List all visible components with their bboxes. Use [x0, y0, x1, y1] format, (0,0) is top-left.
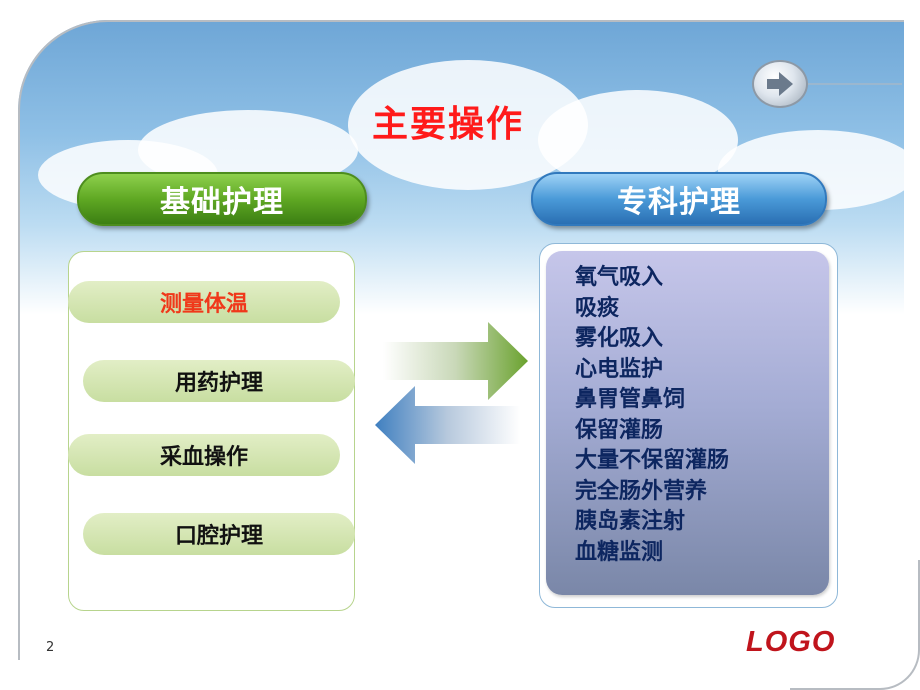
op-item-blood-sampling[interactable]: 采血操作: [68, 434, 340, 476]
op-item-medication-care[interactable]: 用药护理: [83, 360, 355, 402]
op-item-measure-temperature[interactable]: 测量体温: [68, 281, 340, 323]
arrow-left-icon: [375, 386, 520, 464]
op-item-oral-care[interactable]: 口腔护理: [83, 513, 355, 555]
list-item: 氧气吸入: [575, 265, 664, 290]
list-item: 胰岛素注射: [575, 509, 686, 534]
page-number: 2: [46, 640, 55, 655]
logo: LOGO: [746, 626, 836, 658]
specialty-care-header: 专科护理: [531, 172, 827, 226]
list-item: 血糖监测: [575, 539, 664, 565]
list-item: 完全肠外营养: [575, 478, 708, 504]
slide-border: [18, 20, 904, 660]
list-item: 雾化吸入: [575, 326, 664, 351]
list-item: 保留灌肠: [575, 417, 664, 443]
specialty-care-list: 氧气吸入 吸痰 雾化吸入 心电监护 鼻胃管鼻饲 保留灌肠 大量不保留灌肠 完全肠…: [575, 263, 729, 568]
list-item: 心电监护: [575, 356, 664, 382]
list-item: 大量不保留灌肠: [575, 448, 730, 473]
arrow-right-circle-icon: [767, 72, 793, 96]
basic-care-header: 基础护理: [77, 172, 367, 226]
slide-corner-border: [790, 560, 920, 690]
header-divider: [800, 83, 902, 85]
next-slide-button[interactable]: [752, 60, 808, 108]
specialty-care-list-background: [546, 251, 829, 595]
page-title: 主要操作: [371, 104, 524, 145]
list-item: 鼻胃管鼻饲: [575, 387, 686, 412]
list-item: 吸痰: [575, 295, 620, 321]
arrow-right-icon: [383, 322, 528, 400]
